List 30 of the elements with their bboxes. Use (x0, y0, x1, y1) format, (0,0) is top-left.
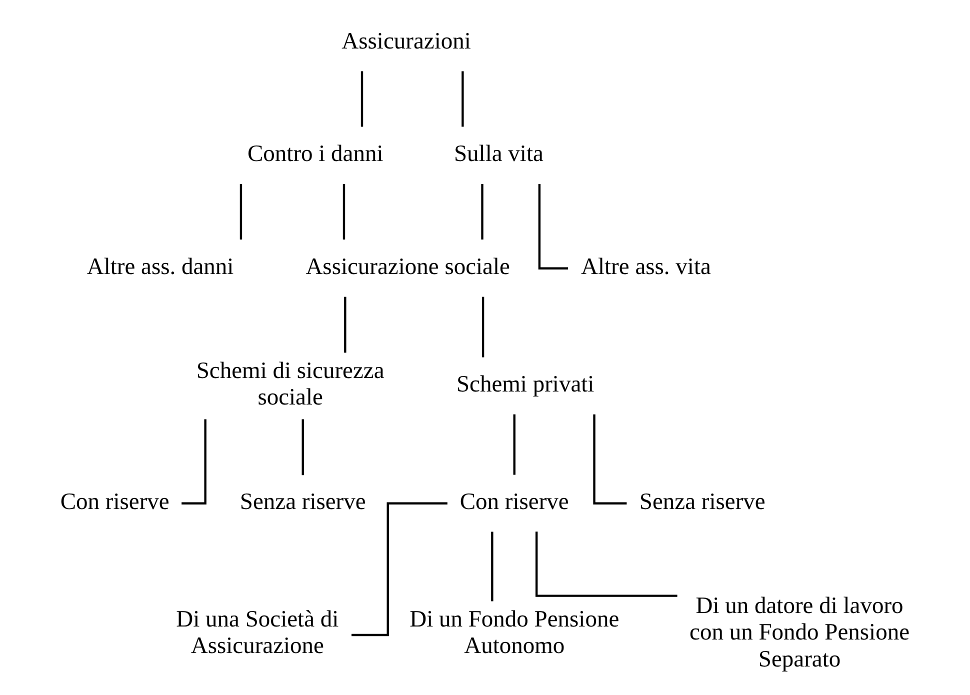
connector (240, 184, 242, 240)
node-text: Contro i danni (248, 141, 384, 168)
connector (482, 296, 484, 358)
node-text: Di un datore di lavoro con un Fondo Pensione Separato (690, 593, 910, 672)
node-text: Con riserve (60, 488, 170, 515)
connector (491, 532, 494, 602)
connector (481, 184, 484, 240)
node-text: Con riserve (460, 488, 569, 515)
node-text: Di un Fondo Pensione Autonomo (410, 606, 620, 660)
node-text: Di una Società di Assicurazione (176, 606, 339, 660)
node-text: Altre ass. vita (581, 254, 711, 280)
connector (342, 184, 346, 240)
connector (538, 184, 568, 270)
node-text: Schemi di sicurezza sociale (196, 358, 384, 411)
node-text: Senza riserve (240, 488, 366, 515)
node-text: Assicurazioni (342, 28, 471, 54)
connector (360, 71, 364, 127)
connector (302, 419, 304, 476)
connector (352, 502, 448, 636)
connector (535, 532, 678, 597)
connector (182, 419, 206, 504)
node-text: Assicurazione sociale (306, 254, 510, 280)
connector (513, 414, 516, 475)
connector (593, 414, 627, 504)
connector (344, 296, 346, 353)
node-text: Schemi privati (456, 371, 594, 398)
node-text: Altre ass. danni (86, 254, 234, 280)
node-text: Sulla vita (454, 141, 544, 168)
connector (462, 71, 464, 127)
node-text: Senza riserve (639, 488, 766, 515)
